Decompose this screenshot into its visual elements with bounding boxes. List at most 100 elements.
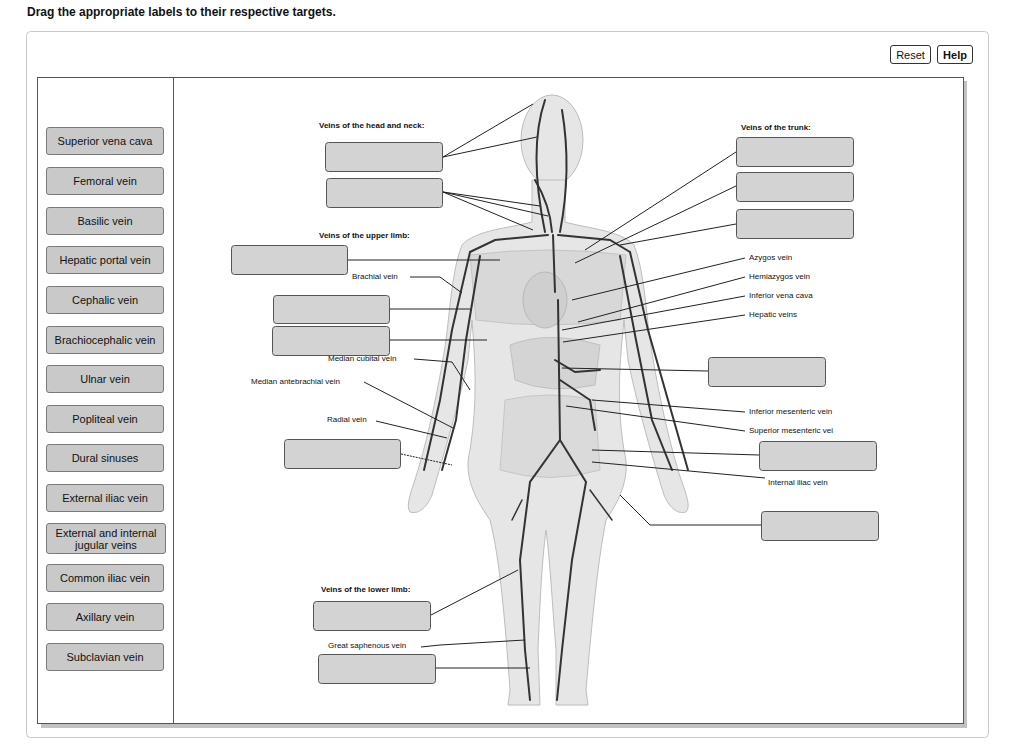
label-text: Ulnar vein [80,373,130,385]
vein-label: Hepatic veins [749,310,797,320]
label-text: Cephalic vein [72,294,138,306]
target-box [319,655,436,684]
leader-line [575,186,736,263]
leader-line [592,462,765,478]
leader-line [620,224,736,245]
vein-lines [560,380,595,430]
drag-label: Femoral vein [46,167,164,195]
leader-line [436,668,530,669]
label-text: Axillary vein [76,611,135,623]
label-text: Dural sinuses [72,452,139,464]
section-heading: Veins of the trunk: [741,123,811,133]
label-text: Superior vena cava [58,135,153,147]
label-text: External iliac vein [62,492,148,504]
vein-label: Hemiazygos vein [749,272,810,282]
label-text: External and internal jugular veins [51,527,161,551]
drag-label: Dural sinuses [46,444,164,472]
leader-line [592,450,759,455]
target-box [285,440,401,469]
leader-line [562,368,708,371]
inner-frame [38,78,964,724]
label-text: Femoral vein [73,175,137,187]
vein-lines [520,440,560,700]
help-button: Help [937,45,973,64]
inner-frame [173,78,174,723]
drag-label: Subclavian vein [46,643,164,671]
vein-lines [470,235,548,252]
drag-label: Ulnar vein [46,365,164,393]
label-text: Reset [896,49,925,61]
leader-line [443,104,533,157]
leader-line [414,359,470,390]
leader-line [443,192,540,206]
vein-lines [537,100,546,232]
vein-label: Internal iliac vein [768,478,828,488]
body-silhouette [521,95,583,185]
vein-lines [558,300,560,440]
target-box [737,138,854,167]
label-text: Popliteal vein [72,413,137,425]
body-silhouette [408,95,688,705]
vein-label: Inferior vena cava [749,291,813,301]
leader-line [410,277,462,293]
vein-label: Azygos vein [749,253,792,263]
section-heading: Veins of the lower limb: [321,585,410,595]
drag-label: Basilic vein [46,207,164,235]
label-text: Help [943,49,967,61]
target-box [273,327,390,356]
target-box [326,143,443,172]
leader-line [572,258,745,300]
section-heading: Veins of the head and neck: [319,121,424,131]
inner-frame [38,78,968,729]
target-box [232,138,879,684]
vein-label: Great saphenous vein [328,641,406,651]
drag-label: Brachiocephalic vein [46,326,164,354]
vein-lines [557,440,586,700]
label-text: Hepatic portal vein [59,254,150,266]
outer-panel [27,32,989,738]
leader-line [585,152,736,250]
vein-lines [442,256,480,470]
target-box [737,210,854,239]
leader-line [401,454,452,465]
body-silhouette [523,272,567,328]
leader-line [562,296,745,330]
target-box [737,173,854,202]
target-box [232,246,348,275]
drag-label: Common iliac vein [46,564,164,592]
drag-label: Popliteal vein [46,405,164,433]
drag-label: Hepatic portal vein [46,246,164,274]
leader-line [390,340,487,341]
reset-button: Reset [890,45,931,64]
vein-lines [590,490,612,520]
target-box [709,358,826,387]
vein-lines [553,235,555,292]
body-silhouette [510,338,600,390]
label-text: Common iliac vein [60,572,150,584]
leader-line [431,570,518,615]
vein-lines [620,256,672,470]
outer-panel [27,32,989,738]
leader-line [443,137,537,157]
drag-label: Superior vena cava [46,127,164,155]
target-box [274,296,390,324]
target-box [314,602,431,631]
target-box [327,179,443,208]
vein-label: Median antebrachial vein [251,377,340,387]
label-text: Subclavian vein [66,651,143,663]
body-silhouette [408,180,688,705]
drag-label: External iliac vein [46,484,164,512]
leader-line [620,495,761,525]
vein-label: Superior mesenteric vei [749,426,833,436]
vein-label: Median cubital vein [328,354,396,364]
drag-label: Axillary vein [46,603,164,631]
target-box [762,512,879,541]
drag-label: External and internal jugular veins [46,523,166,554]
leader-line [421,640,525,647]
vein-label: Inferior mesenteric vein [749,407,832,417]
leader-line [376,421,447,438]
vein-lines [560,110,567,232]
vein-lines [424,100,688,700]
leader-line [578,277,745,322]
leader-line [566,406,745,431]
